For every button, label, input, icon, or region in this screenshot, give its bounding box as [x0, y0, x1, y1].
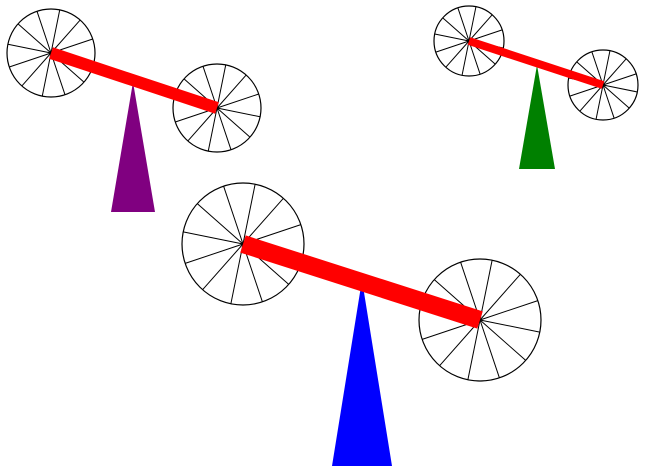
balance-center-right-wheel-spoke	[479, 319, 527, 361]
balance-center-right-wheel-spoke	[439, 319, 481, 367]
balance-top-left-right-wheel-spoke	[216, 107, 232, 150]
balance-top-right-right-wheel-spoke	[579, 84, 604, 112]
balance-top-right-left-wheel-spoke	[434, 33, 470, 42]
balance-center-left-wheel-spoke	[223, 186, 244, 245]
balance-top-right-right-wheel-spoke	[602, 50, 611, 86]
balance-top-left-left-wheel-spoke	[50, 9, 61, 54]
balance-top-right-left-wheel-spoke	[435, 40, 470, 53]
balance-center-right-wheel-spoke	[479, 260, 493, 321]
balance-top-left-right-wheel-spoke	[216, 107, 261, 118]
balance-top-left-right-wheel-spoke	[207, 107, 218, 152]
balance-top-left-left-wheel-spoke	[9, 52, 52, 68]
balance-top-right-right-wheel-spoke	[602, 73, 637, 86]
balance-top-left-fulcrum	[111, 82, 155, 212]
balance-center-right-wheel-spoke	[479, 319, 540, 333]
balance-top-right-right-wheel-spoke	[602, 58, 627, 86]
balance-center-left-wheel-spoke	[183, 231, 244, 245]
balance-top-right-left-wheel-spoke	[468, 6, 477, 42]
balance-center-fulcrum	[332, 280, 392, 466]
balance-top-left-right-wheel-spoke	[216, 74, 247, 109]
balance-top-right-right-wheel-spoke	[602, 84, 630, 109]
balance-top-left	[6, 8, 262, 212]
balance-top-left-left-wheel-spoke	[7, 43, 52, 54]
balance-top-left-left-wheel-spoke	[41, 52, 52, 97]
balance-center-right-wheel-spoke	[479, 300, 538, 321]
balance-center-right-wheel-spoke	[467, 319, 481, 380]
balance-top-left-right-wheel-spoke	[187, 107, 218, 142]
balance-top-right-left-wheel-spoke	[468, 14, 493, 42]
balance-top-right-right-wheel-spoke	[602, 84, 615, 119]
balance-center-left-wheel-spoke	[242, 184, 256, 245]
balance-center-beam	[240, 235, 483, 329]
balance-top-left-right-wheel-spoke	[216, 64, 227, 109]
balance-center	[181, 182, 542, 466]
balance-top-right-right-wheel-spoke	[591, 51, 604, 86]
balance-top-left-left-wheel-spoke	[17, 23, 52, 54]
balance-top-left-left-wheel-spoke	[21, 52, 52, 87]
balance-center-left-wheel-spoke	[230, 243, 244, 304]
balance-center-left-wheel-spoke	[202, 243, 244, 291]
balance-top-right-left-wheel-spoke	[442, 17, 470, 42]
balance-top-right-left-wheel-spoke	[457, 7, 470, 42]
balance-center-left-wheel-spoke	[196, 203, 244, 245]
balance-center-left-wheel-spoke	[242, 197, 284, 245]
balance-top-right-fulcrum	[519, 65, 555, 169]
balance-top-left-left-wheel-spoke	[50, 19, 81, 54]
balance-center-right-wheel-spoke	[479, 273, 521, 321]
balance-top-right-left-wheel-spoke	[461, 40, 470, 76]
balance-top-right-left-wheel-spoke	[445, 40, 470, 68]
balance-top-left-left-wheel-spoke	[36, 11, 52, 54]
balance-top-right-right-wheel-spoke	[595, 84, 604, 120]
balance-top-left-right-wheel-spoke	[216, 107, 251, 138]
balance-top-right-left-wheel-spoke	[468, 40, 481, 75]
balance-top-left-beam	[49, 47, 219, 114]
balance-center-right-wheel-spoke	[479, 319, 500, 378]
balance-top-right-right-wheel-spoke	[602, 84, 638, 93]
balance-top-right	[433, 5, 639, 169]
balance-top-left-right-wheel-spoke	[216, 93, 259, 109]
balance-top-right-beam	[467, 37, 605, 89]
balance-center-left-wheel-spoke	[185, 243, 244, 264]
